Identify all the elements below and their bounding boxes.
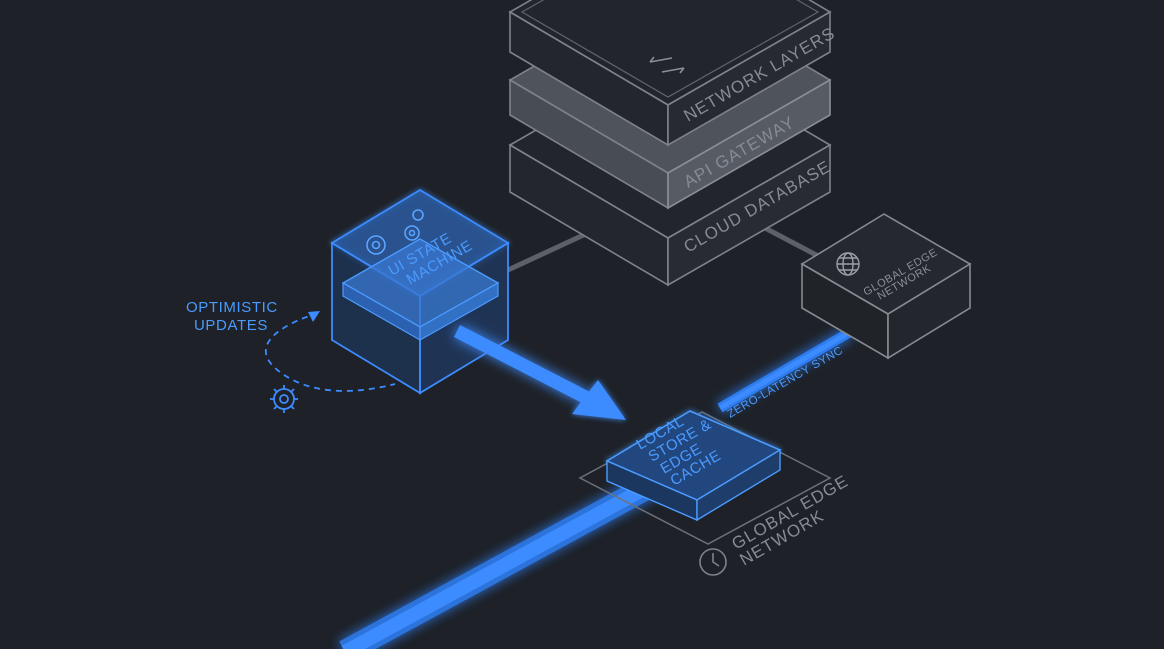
connector-stack-to-edge [763, 225, 824, 261]
gear-icon [366, 209, 424, 255]
flow-arrow [454, 325, 626, 420]
connector-stack-to-ui [506, 229, 592, 273]
data-stream-sync [717, 327, 853, 413]
server-stack: CLOUD DATABASE API GATEWAY NETWORK LAYER… [508, 0, 838, 287]
ui-state-machine-cube: UI STATE MACHINE [330, 188, 510, 395]
swap-arrows-icon [649, 56, 685, 74]
global-edge-box: GLOBAL EDGE NETWORK [800, 213, 972, 360]
sync-label: ZERO-LATENCY SYNC [726, 345, 846, 421]
globe-icon [836, 252, 860, 276]
optimistic-line1: OPTIMISTIC [186, 299, 278, 316]
gear-icon [270, 385, 298, 413]
data-stream-main [339, 472, 661, 649]
optimistic-line2: UPDATES [194, 317, 268, 334]
clock-icon [699, 548, 727, 576]
optimistic-loop [264, 311, 396, 392]
